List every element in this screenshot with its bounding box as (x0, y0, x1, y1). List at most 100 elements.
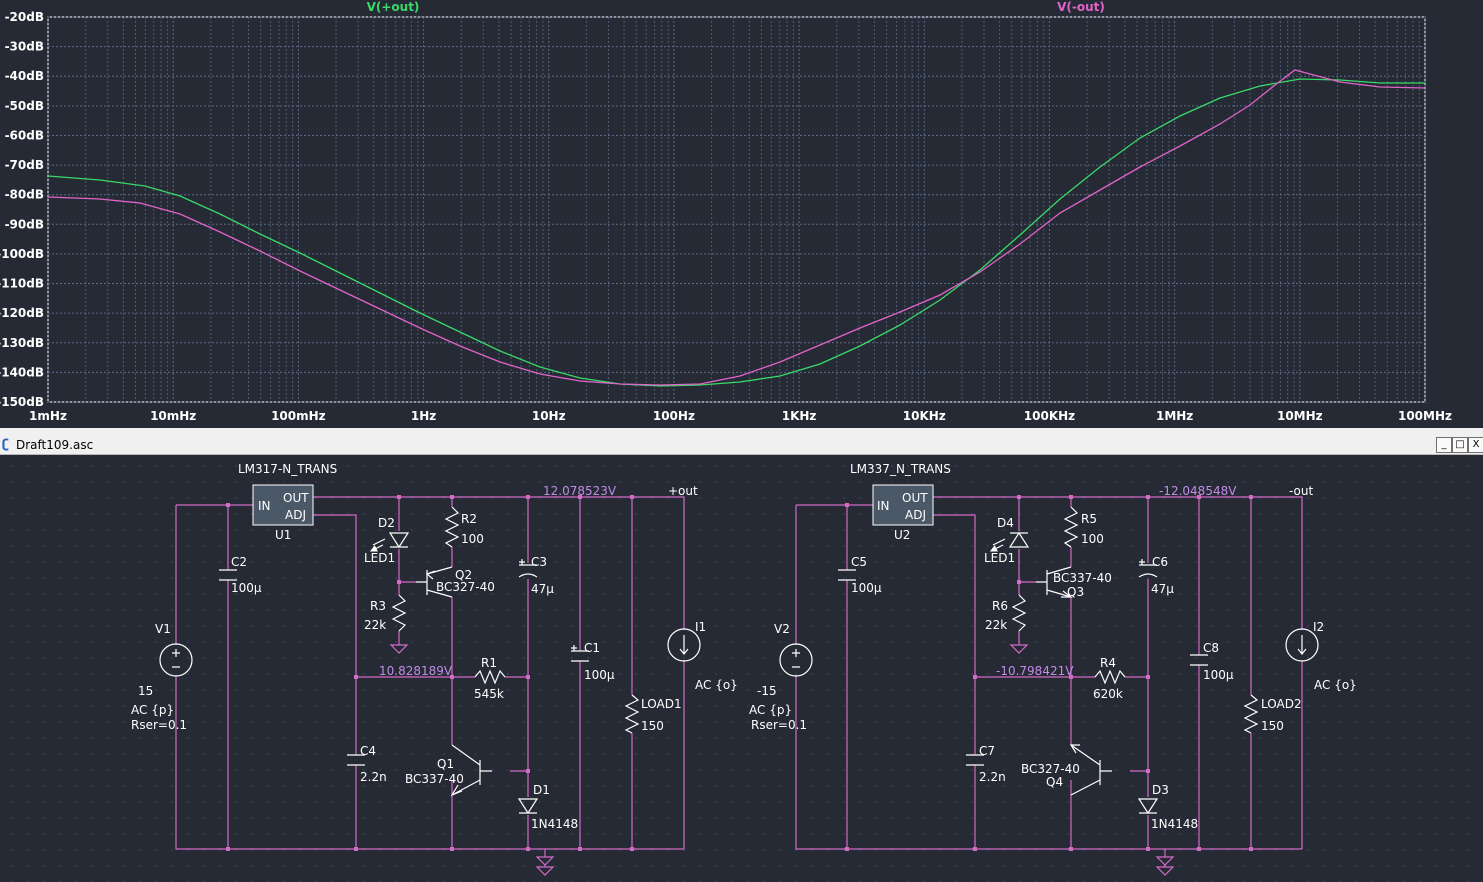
y-tick-label: -100dB (0, 247, 44, 261)
q2-ref: Q2 (455, 568, 472, 582)
close-button[interactable]: X (1468, 437, 1483, 453)
r1-value: 545k (474, 687, 504, 701)
x-tick-label: 10Hz (532, 409, 566, 423)
waveform-plot[interactable]: -20dB-30dB-40dB-50dB-60dB-70dB-80dB-90dB… (0, 0, 1483, 428)
maximize-button[interactable]: □ (1452, 437, 1468, 453)
y-tick-label: -120dB (0, 306, 44, 320)
r2-ref: R2 (461, 512, 477, 526)
d2-ref: D2 (378, 516, 395, 530)
q1-model: BC337-40 (405, 772, 464, 786)
v2-rser: Rser=0.1 (751, 718, 807, 732)
v2-value: -15 (757, 684, 777, 698)
u2-pin-adj: ADJ (905, 508, 926, 522)
node-voltage-out-left: 12.078523V (543, 484, 617, 498)
y-tick-label: -140dB (0, 365, 44, 379)
x-tick-label: 100MHz (1398, 409, 1452, 423)
i2-ref: I2 (1313, 620, 1324, 634)
r4-ref: R4 (1100, 656, 1116, 670)
y-tick-label: -150dB (0, 395, 44, 409)
x-tick-label: 100Hz (653, 409, 695, 423)
y-tick-label: -50dB (5, 99, 44, 113)
r6-ref: R6 (992, 599, 1008, 613)
d1-ref: D1 (533, 783, 550, 797)
i1-ref: I1 (695, 620, 706, 634)
u2-ref: U2 (894, 528, 910, 542)
y-tick-label: -20dB (5, 10, 44, 24)
d2-model: LED1 (364, 551, 395, 565)
trace-v-plus-out[interactable] (47, 78, 1425, 387)
x-tick-label: 1KHz (782, 409, 817, 423)
c6-value: 47µ (1151, 582, 1174, 596)
trace-label-v-minus-out[interactable]: V(-out) (1057, 0, 1105, 14)
x-tick-label: 10KHz (903, 409, 946, 423)
u2-model-label: LM337_N_TRANS (850, 462, 951, 476)
d1-model: 1N4148 (531, 817, 578, 831)
v1-ac: AC {p} (131, 703, 174, 717)
c2-ref: C2 (231, 555, 247, 569)
c3-ref: C3 (531, 555, 547, 569)
node-voltage-adj-right: -10.798421V (996, 664, 1074, 678)
schematic-window-titlebar[interactable]: ʗ Draft109.asc _ □ X (0, 436, 1483, 455)
u2-pin-out: OUT (902, 491, 928, 505)
trace-label-v-plus-out[interactable]: V(+out) (367, 0, 420, 14)
node-voltage-adj-left: 10.828189V (379, 664, 453, 678)
r2-value: 100 (461, 532, 484, 546)
right-regulator-circuit: LM337_N_TRANS IN OUT ADJ U2 C5 100µ V2 -… (749, 462, 1357, 876)
x-tick-label: 1mHz (29, 409, 67, 423)
net-label-plus-out: +out (668, 484, 698, 498)
r5-ref: R5 (1081, 512, 1097, 526)
node-voltage-out-right: -12.048548V (1159, 484, 1237, 498)
y-tick-label: -130dB (0, 336, 44, 350)
y-axis-ticks: -20dB-30dB-40dB-50dB-60dB-70dB-80dB-90dB… (0, 10, 44, 409)
v1-rser: Rser=0.1 (131, 718, 187, 732)
x-tick-label: 1MHz (1156, 409, 1193, 423)
q4-ref: Q4 (1046, 775, 1063, 789)
u1-pin-out: OUT (283, 491, 309, 505)
u1-regulator-symbol[interactable] (252, 484, 314, 526)
q3-ref: Q3 (1067, 585, 1084, 599)
y-tick-label: -110dB (0, 277, 44, 291)
u2-regulator-symbol[interactable] (872, 484, 934, 526)
x-tick-label: 10MHz (1277, 409, 1323, 423)
c4-ref: C4 (360, 744, 376, 758)
c7-ref: C7 (979, 744, 995, 758)
plot-frame (47, 16, 1426, 403)
c5-value: 100µ (851, 581, 882, 595)
i2-ac: AC {o} (1314, 678, 1357, 692)
u1-ref: U1 (275, 528, 291, 542)
load2-value: 150 (1261, 719, 1284, 733)
u1-model-label: LM317-N_TRANS (238, 462, 337, 476)
minimize-button[interactable]: _ (1436, 437, 1452, 453)
x-tick-label: 100KHz (1024, 409, 1075, 423)
pane-divider[interactable] (0, 428, 1483, 436)
plot-grid (47, 16, 1426, 403)
u2-pin-in: IN (877, 499, 890, 513)
y-tick-label: -90dB (5, 217, 44, 231)
v2-ref: V2 (774, 622, 790, 636)
waveform-plot-pane[interactable]: -20dB-30dB-40dB-50dB-60dB-70dB-80dB-90dB… (0, 0, 1483, 428)
d4-model: LED1 (984, 551, 1015, 565)
c6-ref: C6 (1152, 555, 1168, 569)
net-label-minus-out: -out (1289, 484, 1314, 498)
c1-value: 100µ (584, 668, 615, 682)
ltspice-app-icon: ʗ (2, 437, 9, 451)
r4-value: 620k (1093, 687, 1123, 701)
q2-model: BC327-40 (436, 580, 495, 594)
y-tick-label: -60dB (5, 128, 44, 142)
trace-v-minus-out[interactable] (47, 69, 1426, 386)
r1-ref: R1 (481, 656, 497, 670)
d3-ref: D3 (1152, 783, 1169, 797)
load1-ref: LOAD1 (641, 697, 682, 711)
c3-value: 47µ (531, 582, 554, 596)
c8-ref: C8 (1203, 641, 1219, 655)
schematic-canvas[interactable]: LM317-N_TRANS IN OUT ADJ U1 C2 100µ V1 1… (0, 455, 1483, 882)
y-tick-label: -70dB (5, 158, 44, 172)
x-tick-label: 10mHz (150, 409, 196, 423)
y-tick-label: -40dB (5, 69, 44, 83)
x-tick-label: 1Hz (411, 409, 436, 423)
r6-value: 22k (985, 618, 1007, 632)
q1-ref: Q1 (437, 757, 454, 771)
q3-model: BC337-40 (1053, 571, 1112, 585)
left-regulator-circuit: LM317-N_TRANS IN OUT ADJ U1 C2 100µ V1 1… (131, 462, 738, 876)
